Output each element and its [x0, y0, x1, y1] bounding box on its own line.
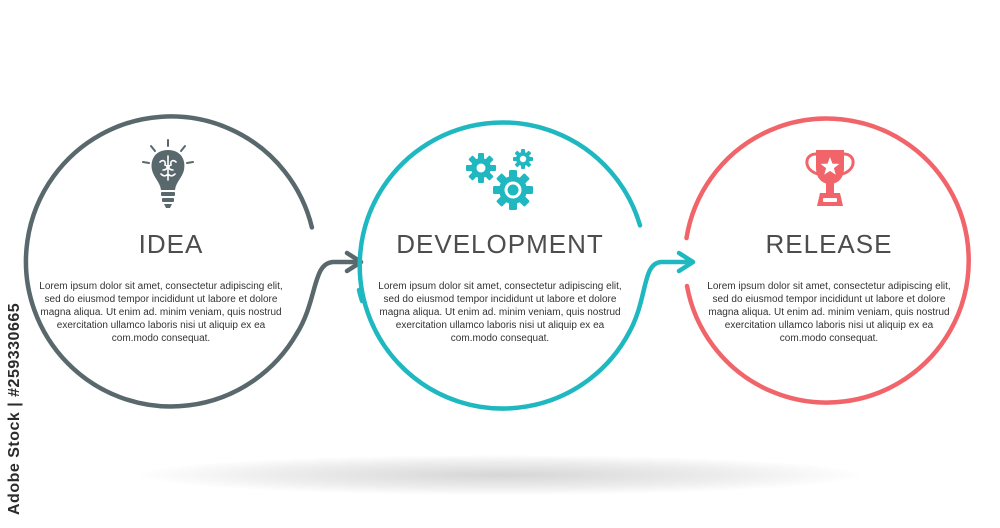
idea-connector: [294, 259, 359, 337]
development-arrowhead: [676, 250, 696, 274]
idea-ring: [23, 114, 315, 409]
stock-watermark: Adobe Stock | #259330665: [6, 302, 23, 515]
development-description: Lorem ipsum dolor sit amet, consectetur …: [378, 281, 622, 344]
idea-description: Lorem ipsum dolor sit amet, consectetur …: [39, 281, 283, 344]
development-ring: [357, 120, 643, 411]
drop-shadow: [140, 455, 860, 495]
development-connector: [627, 259, 691, 334]
idea-title: IDEA: [138, 229, 204, 259]
development-title: DEVELOPMENT: [396, 229, 604, 259]
release-description: Lorem ipsum dolor sit amet, consectetur …: [707, 281, 951, 344]
large-gear: [493, 170, 533, 210]
gears-icon: [466, 149, 533, 210]
trophy-icon: [805, 150, 855, 206]
lightbulb-brain-icon: [142, 139, 194, 208]
development-ring-left-tail: [356, 287, 365, 304]
release-title: RELEASE: [765, 229, 893, 259]
release-ring: [684, 116, 971, 405]
small-gear-left: [466, 153, 496, 183]
small-gear-right: [513, 149, 533, 169]
